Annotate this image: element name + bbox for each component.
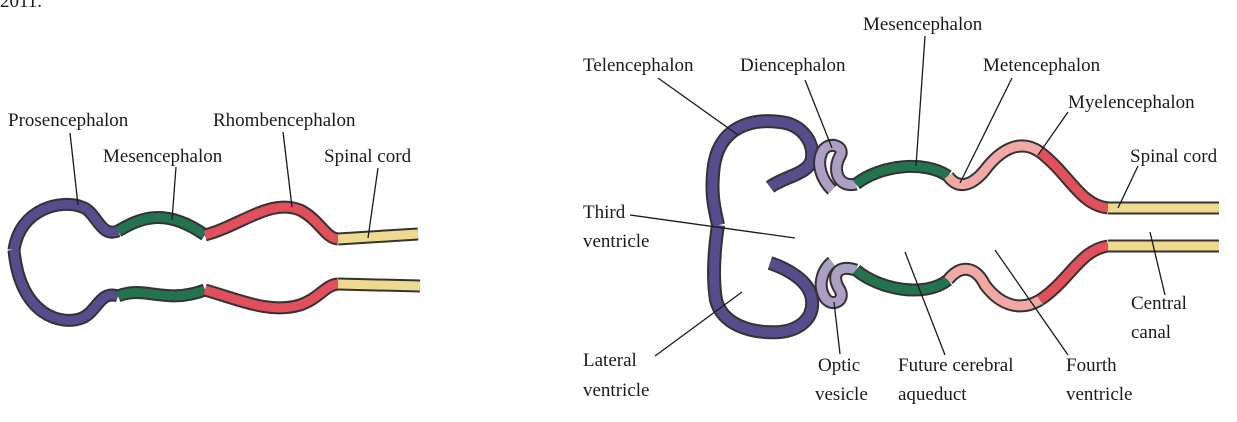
label-optic-vesicle-line2: vesicle (815, 384, 868, 405)
right-top-wall (713, 121, 1220, 225)
label-central-canal-line1: Central (1131, 293, 1187, 314)
spinal-cord-leader (368, 168, 378, 238)
optic-vesicle-leader (834, 302, 840, 354)
right-bottom-wall (714, 225, 1220, 332)
label-rhombencephalon: Rhombencephalon (213, 110, 356, 131)
label-lateral-ventricle-line1: Lateral (583, 350, 637, 371)
label-fourth-ventricle-line2: ventricle (1066, 384, 1132, 405)
label-spinal-cord-right: Spinal cord (1130, 146, 1218, 167)
left-bottom-wall (14, 250, 420, 320)
label-central-canal-line2: canal (1131, 322, 1171, 343)
label-third-ventricle-line2: ventricle (583, 231, 649, 252)
mesencephalon-bottom-segment (118, 290, 205, 296)
label-fourth-ventricle-line1: Fourth (1066, 355, 1117, 376)
label-myelencephalon: Myelencephalon (1068, 92, 1195, 113)
label-prosencephalon: Prosencephalon (8, 110, 129, 131)
label-mesencephalon-right: Mesencephalon (863, 14, 983, 35)
mesencephalon-leader-right (916, 36, 925, 166)
rhombencephalon-leader (283, 132, 292, 207)
aqueduct-leader (905, 252, 945, 355)
five-vesicle-stage: Telencephalon Diencephalon Mesencephalon… (583, 14, 1220, 405)
label-spinal-cord: Spinal cord (324, 146, 412, 167)
myelencephalon-leader (1038, 112, 1068, 155)
label-aqueduct-line1: Future cerebral (898, 355, 1014, 376)
label-lateral-ventricle-line2: ventricle (583, 380, 649, 401)
three-vesicle-stage: Prosencephalon Mesencephalon Rhombenceph… (8, 110, 420, 320)
spinal-cord-top-segment (338, 234, 418, 239)
label-aqueduct-line2: aqueduct (898, 384, 967, 405)
prosencephalon-leader (70, 133, 78, 205)
telencephalon-bottom-segment (714, 225, 812, 332)
left-top-wall (14, 204, 418, 250)
telencephalon-leader (658, 78, 738, 135)
label-diencephalon: Diencephalon (740, 55, 846, 76)
prosencephalon-bottom-outline (14, 250, 118, 320)
prosencephalon-bottom-segment (14, 250, 118, 320)
label-third-ventricle-line1: Third (583, 202, 626, 223)
header-fragment: 2011. (0, 0, 42, 12)
label-telencephalon: Telencephalon (583, 55, 694, 76)
label-mesencephalon: Mesencephalon (103, 146, 223, 167)
mesencephalon-leader (172, 167, 176, 220)
label-optic-vesicle-line1: Optic (818, 355, 860, 376)
label-metencephalon: Metencephalon (983, 55, 1101, 76)
spinal-cord-bottom-segment (338, 284, 420, 286)
